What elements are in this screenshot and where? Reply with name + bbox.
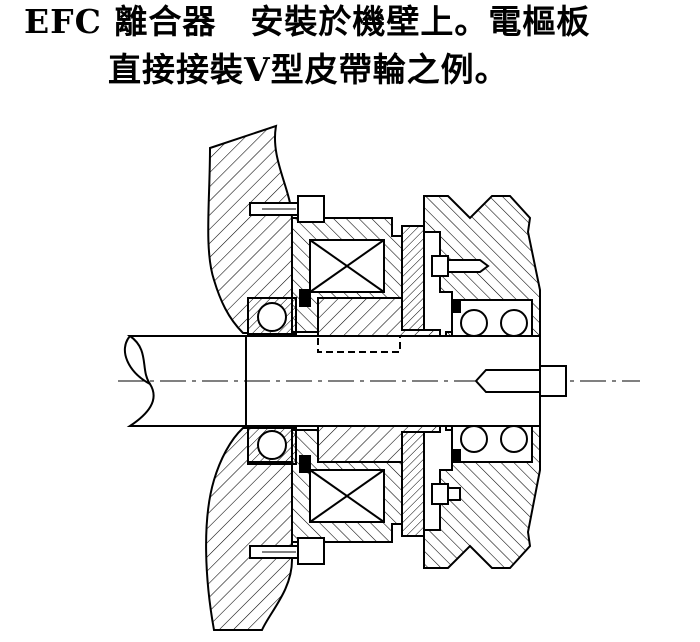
armature-lower [401,431,425,537]
machine-wall-upper [207,124,293,334]
caption-line-1: EFC 離合器 安裝於機壁上。電樞板 [24,2,591,41]
v-pulley [423,195,541,569]
caption-line-2: 直接接裝V型皮帶輪之例。 [108,50,509,89]
armature-screw-upper [431,255,490,277]
wall-bolt-lower [249,537,325,565]
armature-upper [401,225,425,331]
machine-wall-lower [205,427,293,631]
armature-screw-lower [431,483,461,505]
end-bolt [474,369,541,393]
wall-bolt-upper [249,195,325,223]
